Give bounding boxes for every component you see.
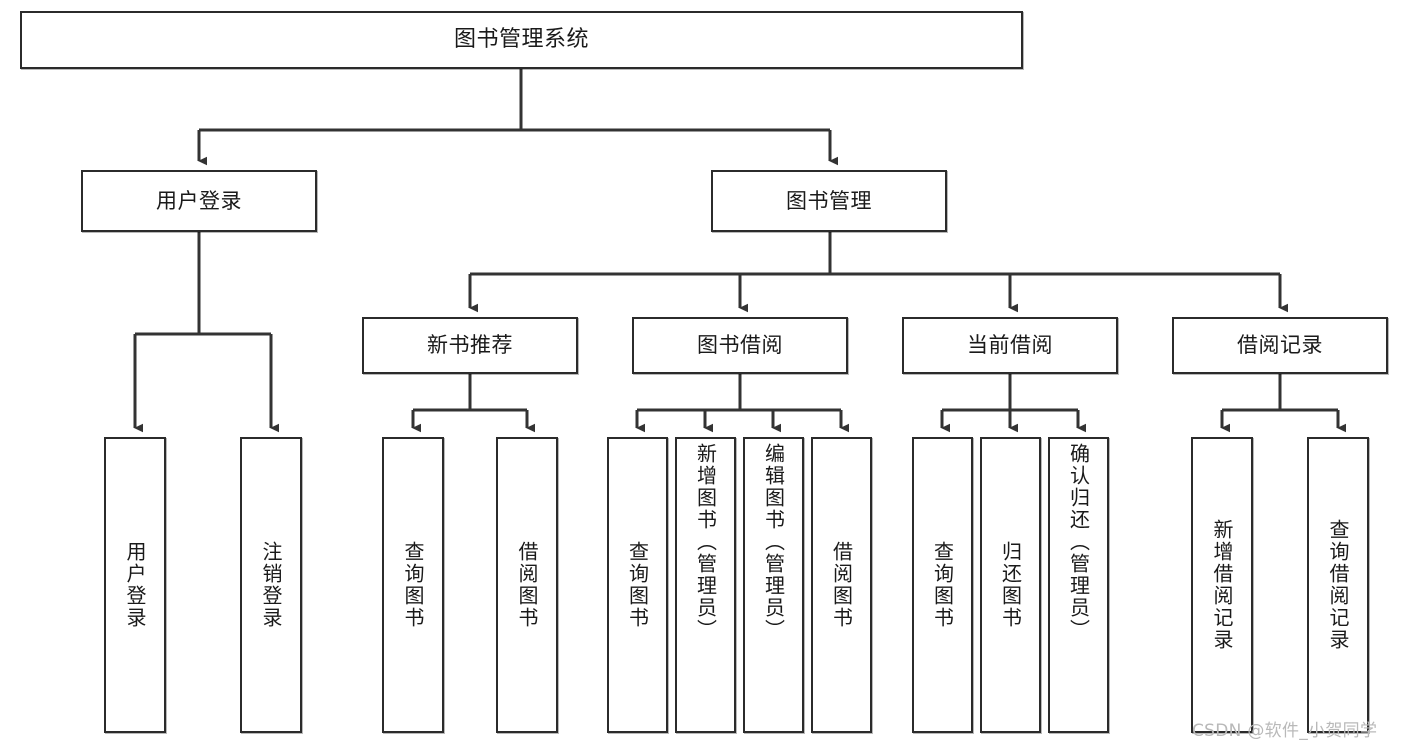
node-label: 用户登录 <box>123 541 147 629</box>
node-leaf-query-book-1[interactable]: 查询图书 <box>382 437 444 733</box>
node-current-borrow[interactable]: 当前借阅 <box>902 317 1118 374</box>
node-label: 编辑图书（管理员） <box>761 443 786 641</box>
node-label: 用户登录 <box>156 188 242 213</box>
node-leaf-add-record[interactable]: 新增借阅记录 <box>1191 437 1253 733</box>
node-label: 查询借阅记录 <box>1326 519 1350 651</box>
node-book-borrow[interactable]: 图书借阅 <box>632 317 848 374</box>
node-new-book-rec[interactable]: 新书推荐 <box>362 317 578 374</box>
node-label: 图书管理 <box>786 188 872 213</box>
node-label: 查询图书 <box>930 541 955 629</box>
node-label: 查询图书 <box>401 541 425 629</box>
node-root-system[interactable]: 图书管理系统 <box>20 11 1023 69</box>
node-leaf-user-login[interactable]: 用户登录 <box>104 437 166 733</box>
node-leaf-confirm-return[interactable]: 确认归还（管理员） <box>1048 437 1109 733</box>
node-leaf-borrow-book-1[interactable]: 借阅图书 <box>496 437 558 733</box>
node-leaf-borrow-book-2[interactable]: 借阅图书 <box>811 437 872 733</box>
node-label: 借阅图书 <box>515 541 539 629</box>
node-user-login[interactable]: 用户登录 <box>81 170 317 232</box>
node-label: 图书借阅 <box>697 333 783 358</box>
watermark-text: CSDN @软件_小贺同学 <box>1192 721 1378 741</box>
node-leaf-return-book[interactable]: 归还图书 <box>980 437 1041 733</box>
node-label: 当前借阅 <box>967 333 1053 358</box>
node-leaf-edit-book[interactable]: 编辑图书（管理员） <box>743 437 804 733</box>
node-leaf-query-book-2[interactable]: 查询图书 <box>607 437 668 733</box>
node-label: 借阅记录 <box>1237 333 1323 358</box>
node-borrow-record[interactable]: 借阅记录 <box>1172 317 1388 374</box>
node-label: 新增图书（管理员） <box>693 443 718 641</box>
node-label: 注销登录 <box>259 541 283 629</box>
node-label: 借阅图书 <box>829 541 854 629</box>
node-leaf-add-book[interactable]: 新增图书（管理员） <box>675 437 736 733</box>
node-book-manage[interactable]: 图书管理 <box>711 170 947 232</box>
node-leaf-query-record[interactable]: 查询借阅记录 <box>1307 437 1369 733</box>
node-leaf-query-book-3[interactable]: 查询图书 <box>912 437 973 733</box>
node-label: 归还图书 <box>998 541 1023 629</box>
node-label: 查询图书 <box>625 541 650 629</box>
node-label: 新书推荐 <box>427 333 513 358</box>
node-label: 新增借阅记录 <box>1210 519 1234 651</box>
node-leaf-logout[interactable]: 注销登录 <box>240 437 302 733</box>
node-label: 图书管理系统 <box>453 27 589 53</box>
node-label: 确认归还（管理员） <box>1066 443 1091 641</box>
